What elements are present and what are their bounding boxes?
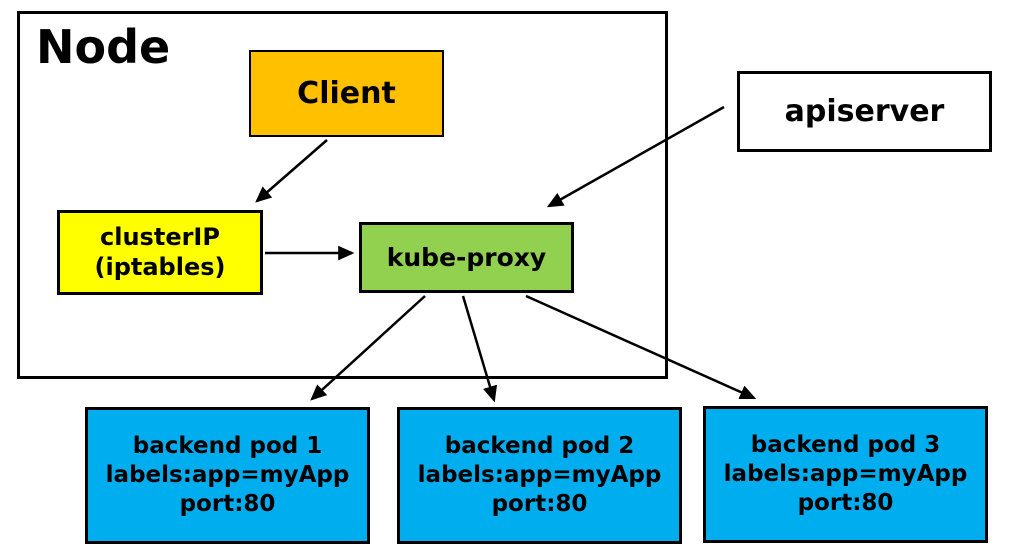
kube-proxy-box: kube-proxy xyxy=(359,222,574,293)
backend-pod-3-line2: labels:app=myApp xyxy=(723,461,968,488)
clusterip-label-line2: (iptables) xyxy=(94,252,226,281)
kube-proxy-label: kube-proxy xyxy=(386,243,547,272)
backend-pod-3-box: backend pod 3 labels:app=myApp port:80 xyxy=(703,406,988,543)
backend-pod-1-line1: backend pod 1 xyxy=(132,433,323,460)
node-container-label: Node xyxy=(36,20,171,74)
clusterip-label-line1: clusterIP xyxy=(100,223,220,252)
client-label: Client xyxy=(297,76,396,111)
backend-pod-2-box: backend pod 2 labels:app=myApp port:80 xyxy=(397,407,682,544)
backend-pod-2-line3: port:80 xyxy=(491,490,588,517)
clusterip-label: clusterIP (iptables) xyxy=(95,223,226,282)
client-box: Client xyxy=(249,50,444,137)
apiserver-label: apiserver xyxy=(784,94,945,129)
backend-pod-2-line2: labels:app=myApp xyxy=(417,462,662,489)
backend-pod-3-label: backend pod 3 labels:app=myApp port:80 xyxy=(724,431,968,517)
apiserver-box: apiserver xyxy=(737,71,992,152)
backend-pod-2-line1: backend pod 2 xyxy=(444,433,635,460)
backend-pod-3-line1: backend pod 3 xyxy=(750,432,941,459)
backend-pod-1-line3: port:80 xyxy=(179,490,276,517)
backend-pod-1-box: backend pod 1 labels:app=myApp port:80 xyxy=(85,407,370,544)
backend-pod-1-label: backend pod 1 labels:app=myApp port:80 xyxy=(106,432,350,518)
clusterip-box: clusterIP (iptables) xyxy=(57,210,263,295)
backend-pod-3-line3: port:80 xyxy=(797,489,894,516)
backend-pod-2-label: backend pod 2 labels:app=myApp port:80 xyxy=(418,432,662,518)
backend-pod-1-line2: labels:app=myApp xyxy=(105,462,350,489)
